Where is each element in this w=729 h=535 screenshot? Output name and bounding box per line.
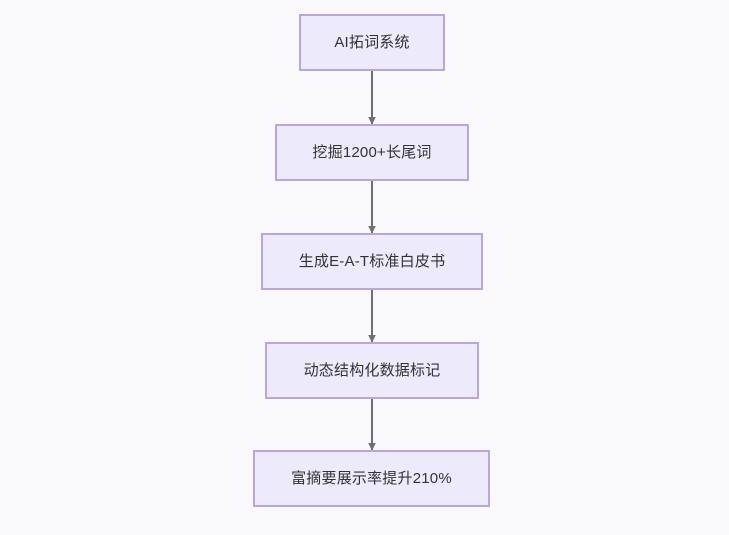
flow-node-3[interactable]: 生成E-A-T标准白皮书 <box>261 233 483 290</box>
flow-node-1[interactable]: AI拓词系统 <box>299 14 445 71</box>
flow-node-label: 生成E-A-T标准白皮书 <box>298 252 446 270</box>
flow-node-2[interactable]: 挖掘1200+长尾词 <box>275 124 469 181</box>
flow-node-label: 富摘要展示率提升210% <box>291 469 452 487</box>
flow-node-label: 挖掘1200+长尾词 <box>312 143 432 161</box>
flow-node-4[interactable]: 动态结构化数据标记 <box>265 342 479 399</box>
flow-node-label: 动态结构化数据标记 <box>303 361 441 379</box>
flow-node-5[interactable]: 富摘要展示率提升210% <box>253 450 490 507</box>
flow-node-label: AI拓词系统 <box>334 33 410 51</box>
